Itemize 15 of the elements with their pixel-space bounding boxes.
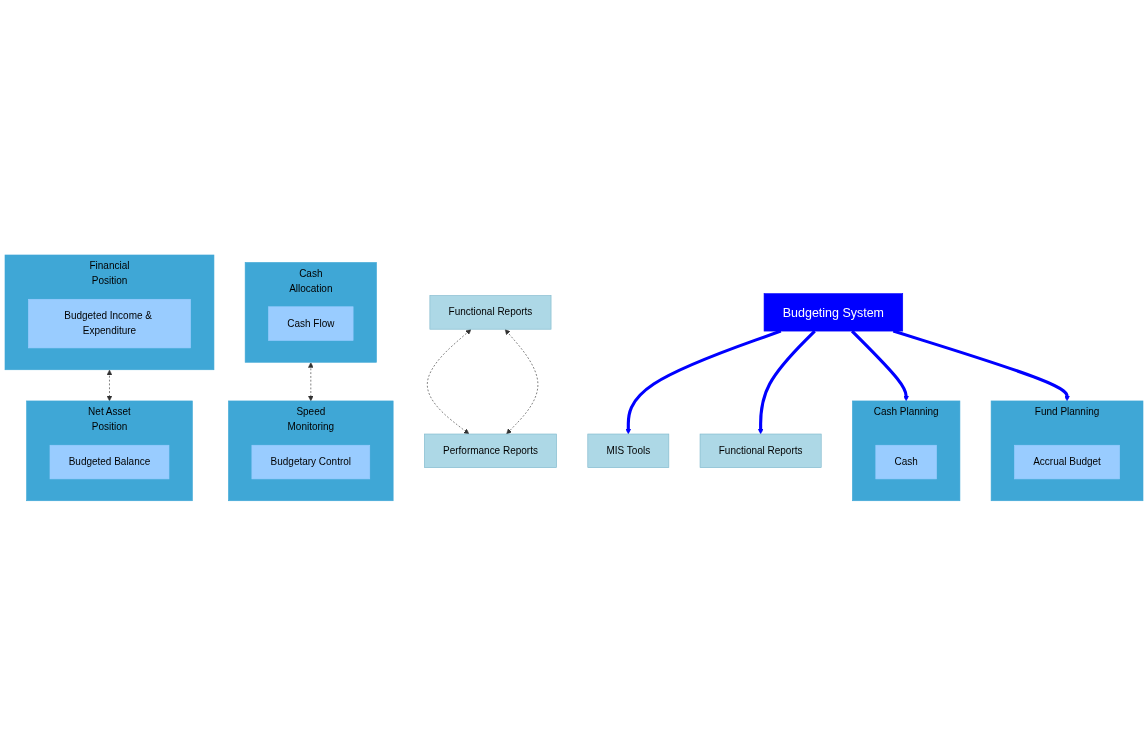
node-box: Cash Flow <box>268 306 354 341</box>
node-box: Budgeted Income & Expenditure <box>28 298 191 348</box>
node-box: Performance Reports <box>424 433 557 468</box>
node-box: Accrual Budget <box>1014 444 1120 479</box>
node-box: Functional Reports <box>429 294 552 330</box>
node-box: Cash <box>875 444 937 479</box>
node-box: Budgetary Control <box>251 444 371 479</box>
arrow <box>850 329 909 401</box>
arrow <box>892 329 1070 401</box>
arrow <box>757 329 816 434</box>
node-box: Functional Reports <box>699 433 822 468</box>
arrow <box>625 329 782 434</box>
node-box: Budgeted Balance <box>49 444 170 479</box>
node-box: MIS Tools <box>587 433 670 468</box>
node-box: Budgeting System <box>763 293 904 331</box>
